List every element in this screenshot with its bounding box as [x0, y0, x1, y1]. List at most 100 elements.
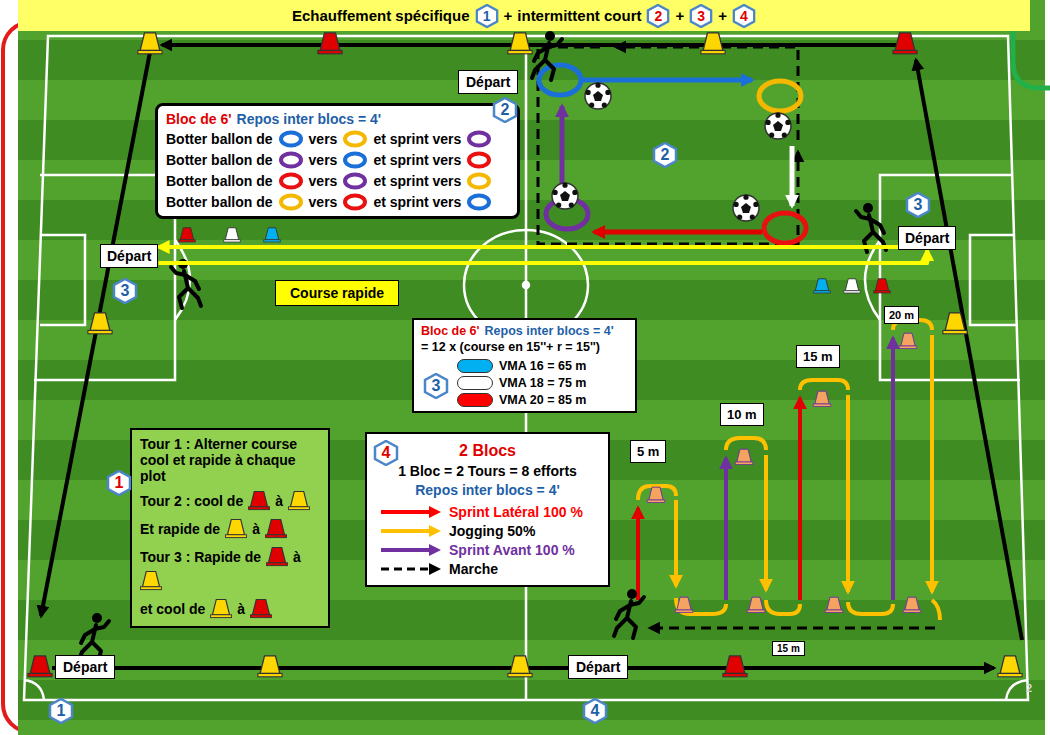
arrow-line	[381, 510, 431, 514]
ball-patch	[785, 120, 790, 125]
callout-text: 1	[106, 470, 132, 496]
text-row: 10 m	[727, 407, 757, 422]
cone-body	[905, 597, 919, 610]
callout-text: 4	[582, 698, 608, 724]
node-text: Botter ballon de	[166, 152, 273, 168]
running-loop	[41, 45, 1022, 668]
text-row: Tour 2 : cool deà	[140, 490, 320, 512]
callout-number: 1	[106, 470, 132, 496]
cone-icon	[288, 490, 310, 512]
cone	[735, 449, 753, 464]
cone	[138, 33, 162, 54]
node-text: 1 Bloc = 2 Tours = 8 efforts	[398, 463, 577, 479]
runner	[171, 259, 201, 308]
cone-body	[649, 487, 663, 500]
node-text: +	[504, 7, 513, 24]
legend-swatch	[457, 376, 493, 390]
legend-row: VMA 16 = 65 m	[457, 359, 628, 373]
text-row: Départ	[466, 74, 510, 90]
ring	[759, 81, 801, 111]
cone-body	[737, 449, 751, 462]
ball-patch	[773, 121, 783, 131]
cone-body	[875, 279, 889, 291]
cone-base	[701, 51, 725, 54]
cone	[318, 33, 342, 54]
cone-base	[289, 507, 310, 510]
text-box: Course rapide	[275, 280, 399, 306]
text-row: 2 Blocs	[375, 442, 600, 460]
cone-base	[844, 291, 861, 293]
cone-base	[179, 240, 196, 242]
cone-base	[508, 51, 532, 54]
ring-icon	[278, 151, 304, 169]
cone-body	[267, 520, 284, 535]
cone	[508, 656, 532, 677]
legend-text: Sprint Latéral 100 %	[449, 504, 583, 520]
cone-body	[228, 520, 245, 535]
ring	[345, 196, 365, 209]
node-text: Botter ballon de	[166, 194, 273, 210]
ball-patch	[593, 91, 603, 101]
cone-base	[88, 331, 112, 334]
text-box: Tour 1 : Alterner course cool et rapide …	[130, 428, 330, 628]
node-text: 2 Blocs	[459, 442, 516, 460]
text-row: Départ	[576, 659, 620, 675]
cone-base	[251, 615, 272, 618]
ball-patch	[553, 190, 558, 195]
node-text: Botter ballon de	[166, 131, 273, 147]
cone-base	[28, 674, 52, 677]
arrow-sample	[379, 505, 443, 519]
node-text: Départ	[576, 659, 620, 675]
cone-base	[675, 610, 693, 612]
cone	[264, 228, 281, 242]
node-text: Repos inter blocs = 4'	[237, 111, 382, 127]
cone-base	[508, 674, 532, 677]
ball-patch	[572, 190, 577, 195]
node-text: Et rapide de	[140, 521, 220, 537]
ring	[469, 133, 489, 146]
cone	[226, 520, 247, 538]
cone-body	[677, 597, 691, 610]
text-row: Repos inter blocs = 4'	[375, 482, 600, 498]
cone	[675, 597, 693, 612]
node-text: 15 m	[803, 349, 833, 364]
text-box: Départ	[100, 244, 158, 268]
callout-text: 2	[646, 4, 670, 28]
node-text: et cool de	[140, 601, 205, 617]
arrow-line	[381, 529, 431, 533]
runner-body	[856, 211, 886, 252]
cone-body	[253, 600, 270, 615]
ring-icon	[278, 193, 304, 211]
ball-patch	[769, 132, 774, 137]
text-box: Départ	[898, 226, 956, 250]
cone	[747, 597, 765, 612]
cone-body	[251, 492, 268, 507]
node-text: 15 m	[777, 643, 800, 654]
arrow-sample	[379, 562, 443, 576]
cone-base	[141, 587, 162, 590]
cone-base	[318, 51, 342, 54]
node-text: vers	[309, 131, 338, 147]
cone	[141, 572, 162, 590]
runner-body	[614, 597, 644, 638]
callout-number: 1	[48, 698, 74, 724]
cone-base	[813, 404, 831, 406]
text-row: Départ	[905, 230, 949, 246]
legend-swatch	[457, 359, 493, 373]
cone-base	[647, 500, 665, 502]
ball-patch	[595, 83, 600, 88]
cone	[224, 228, 241, 242]
ring-icon	[278, 130, 304, 148]
cone-icon	[225, 518, 247, 540]
icons	[28, 31, 1022, 677]
text-row: Tour 1 : Alterner course cool et rapide …	[140, 436, 320, 484]
ring-icon	[466, 172, 492, 190]
runner	[532, 31, 562, 80]
cone	[249, 492, 270, 510]
cone	[508, 33, 532, 54]
node-text: intermittent court	[517, 7, 641, 24]
text-box: Départ	[568, 655, 628, 679]
ball	[552, 183, 578, 209]
cone-base	[874, 291, 891, 293]
text-row: = 12 x (course en 15''+ r = 15'')	[421, 340, 628, 354]
